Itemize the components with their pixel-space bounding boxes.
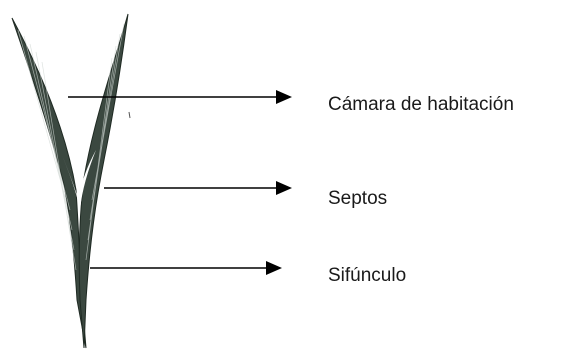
shell-mark	[128, 111, 131, 119]
shell-notch	[60, 150, 96, 210]
pointer-septos	[104, 181, 292, 195]
label-camara-de-habitacion: Cámara de habitación	[328, 94, 514, 115]
shell-texture-left	[17, 29, 77, 271]
shell-texture-right	[85, 23, 125, 261]
shell-left-blade	[11, 17, 87, 349]
shell-illustration	[11, 13, 131, 349]
label-septos: Septos	[328, 188, 388, 209]
arrowhead-camara	[276, 90, 292, 104]
pointer-sifunculo	[90, 261, 282, 275]
arrowhead-sifunculo	[266, 261, 282, 275]
pointer-camara	[68, 90, 292, 104]
shell-right-blade	[78, 13, 129, 349]
arrowhead-septos	[276, 181, 292, 195]
label-sifunculo: Sifúnculo	[328, 265, 407, 286]
